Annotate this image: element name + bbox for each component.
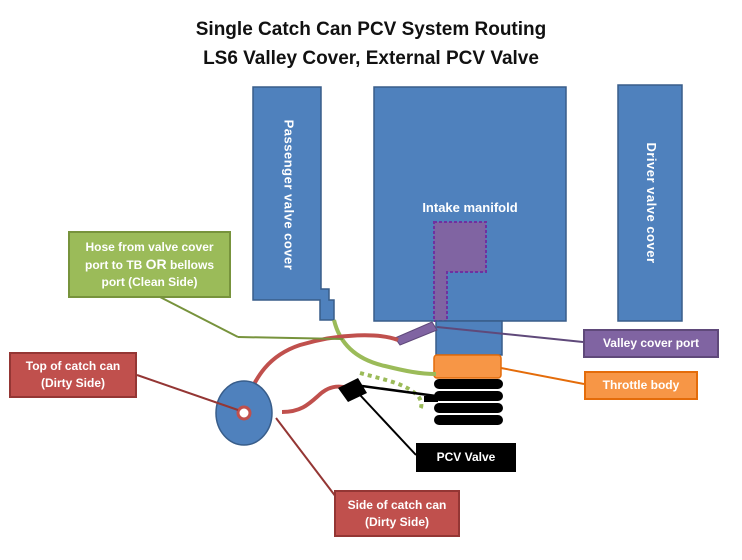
top-catch-can-leader: [136, 374, 239, 411]
passenger-valve-cover: [252, 86, 335, 321]
side-catch-can-leader: [275, 417, 337, 498]
hose-callout-leader-2: [237, 336, 344, 340]
side-catch-can-line2: (Dirty Side): [364, 514, 429, 529]
valley-cover-port-fitting: [394, 321, 438, 346]
pcv-valve-leader: [359, 394, 417, 456]
dirty-side-hose-side: [281, 384, 349, 414]
diagram-title-line1: Single Catch Can PCV System Routing: [195, 19, 547, 40]
intake-manifold-label: Intake manifold: [422, 200, 518, 215]
hose-callout-line2: port to TB OR bellows: [85, 256, 214, 274]
hose-callout-or: OR: [145, 255, 167, 272]
hose-callout-line1: Hose from valve cover: [85, 239, 214, 254]
intake-manifold: [373, 86, 567, 322]
side-catch-can-callout: Side of catch can (Dirty Side): [334, 490, 460, 537]
hose-callout-line3: port (Clean Side): [101, 274, 198, 289]
throttle-body-callout: Throttle body: [584, 371, 698, 400]
driver-valve-cover-label: Driver valve cover: [644, 142, 659, 264]
throttle-body: [433, 354, 502, 379]
side-catch-can-line1: Side of catch can: [347, 497, 447, 512]
diagram-title-line2: LS6 Valley Cover, External PCV Valve: [203, 48, 539, 69]
dirty-side-hose-top: [241, 333, 399, 411]
hose-callout-line2-pre: port to TB: [85, 257, 146, 272]
throttle-body-leader: [500, 367, 585, 385]
intake-neck: [435, 320, 503, 356]
top-catch-can-line1: Top of catch can: [25, 359, 121, 373]
valley-port-leader: [436, 326, 584, 343]
passenger-valve-cover-label: Passenger valve cover: [281, 119, 297, 271]
pcv-valve-callout: PCV Valve: [416, 443, 516, 472]
top-catch-can-callout: Top of catch can (Dirty Side): [9, 352, 137, 398]
hose-callout-leader: [159, 296, 239, 338]
hose-callout: Hose from valve cover port to TB OR bell…: [68, 231, 231, 298]
pcv-valve-hose: [361, 384, 437, 398]
hose-callout-line2-post: bellows: [166, 257, 214, 272]
bellows: [424, 379, 503, 425]
top-catch-can-line2: (Dirty Side): [40, 376, 105, 390]
valley-cover-port-callout: Valley cover port: [583, 329, 719, 358]
catch-can-top-port: [236, 405, 252, 421]
driver-valve-cover: [617, 84, 683, 322]
clean-side-hose-alt: [359, 371, 424, 412]
valley-cover-port-outline: [433, 221, 487, 322]
